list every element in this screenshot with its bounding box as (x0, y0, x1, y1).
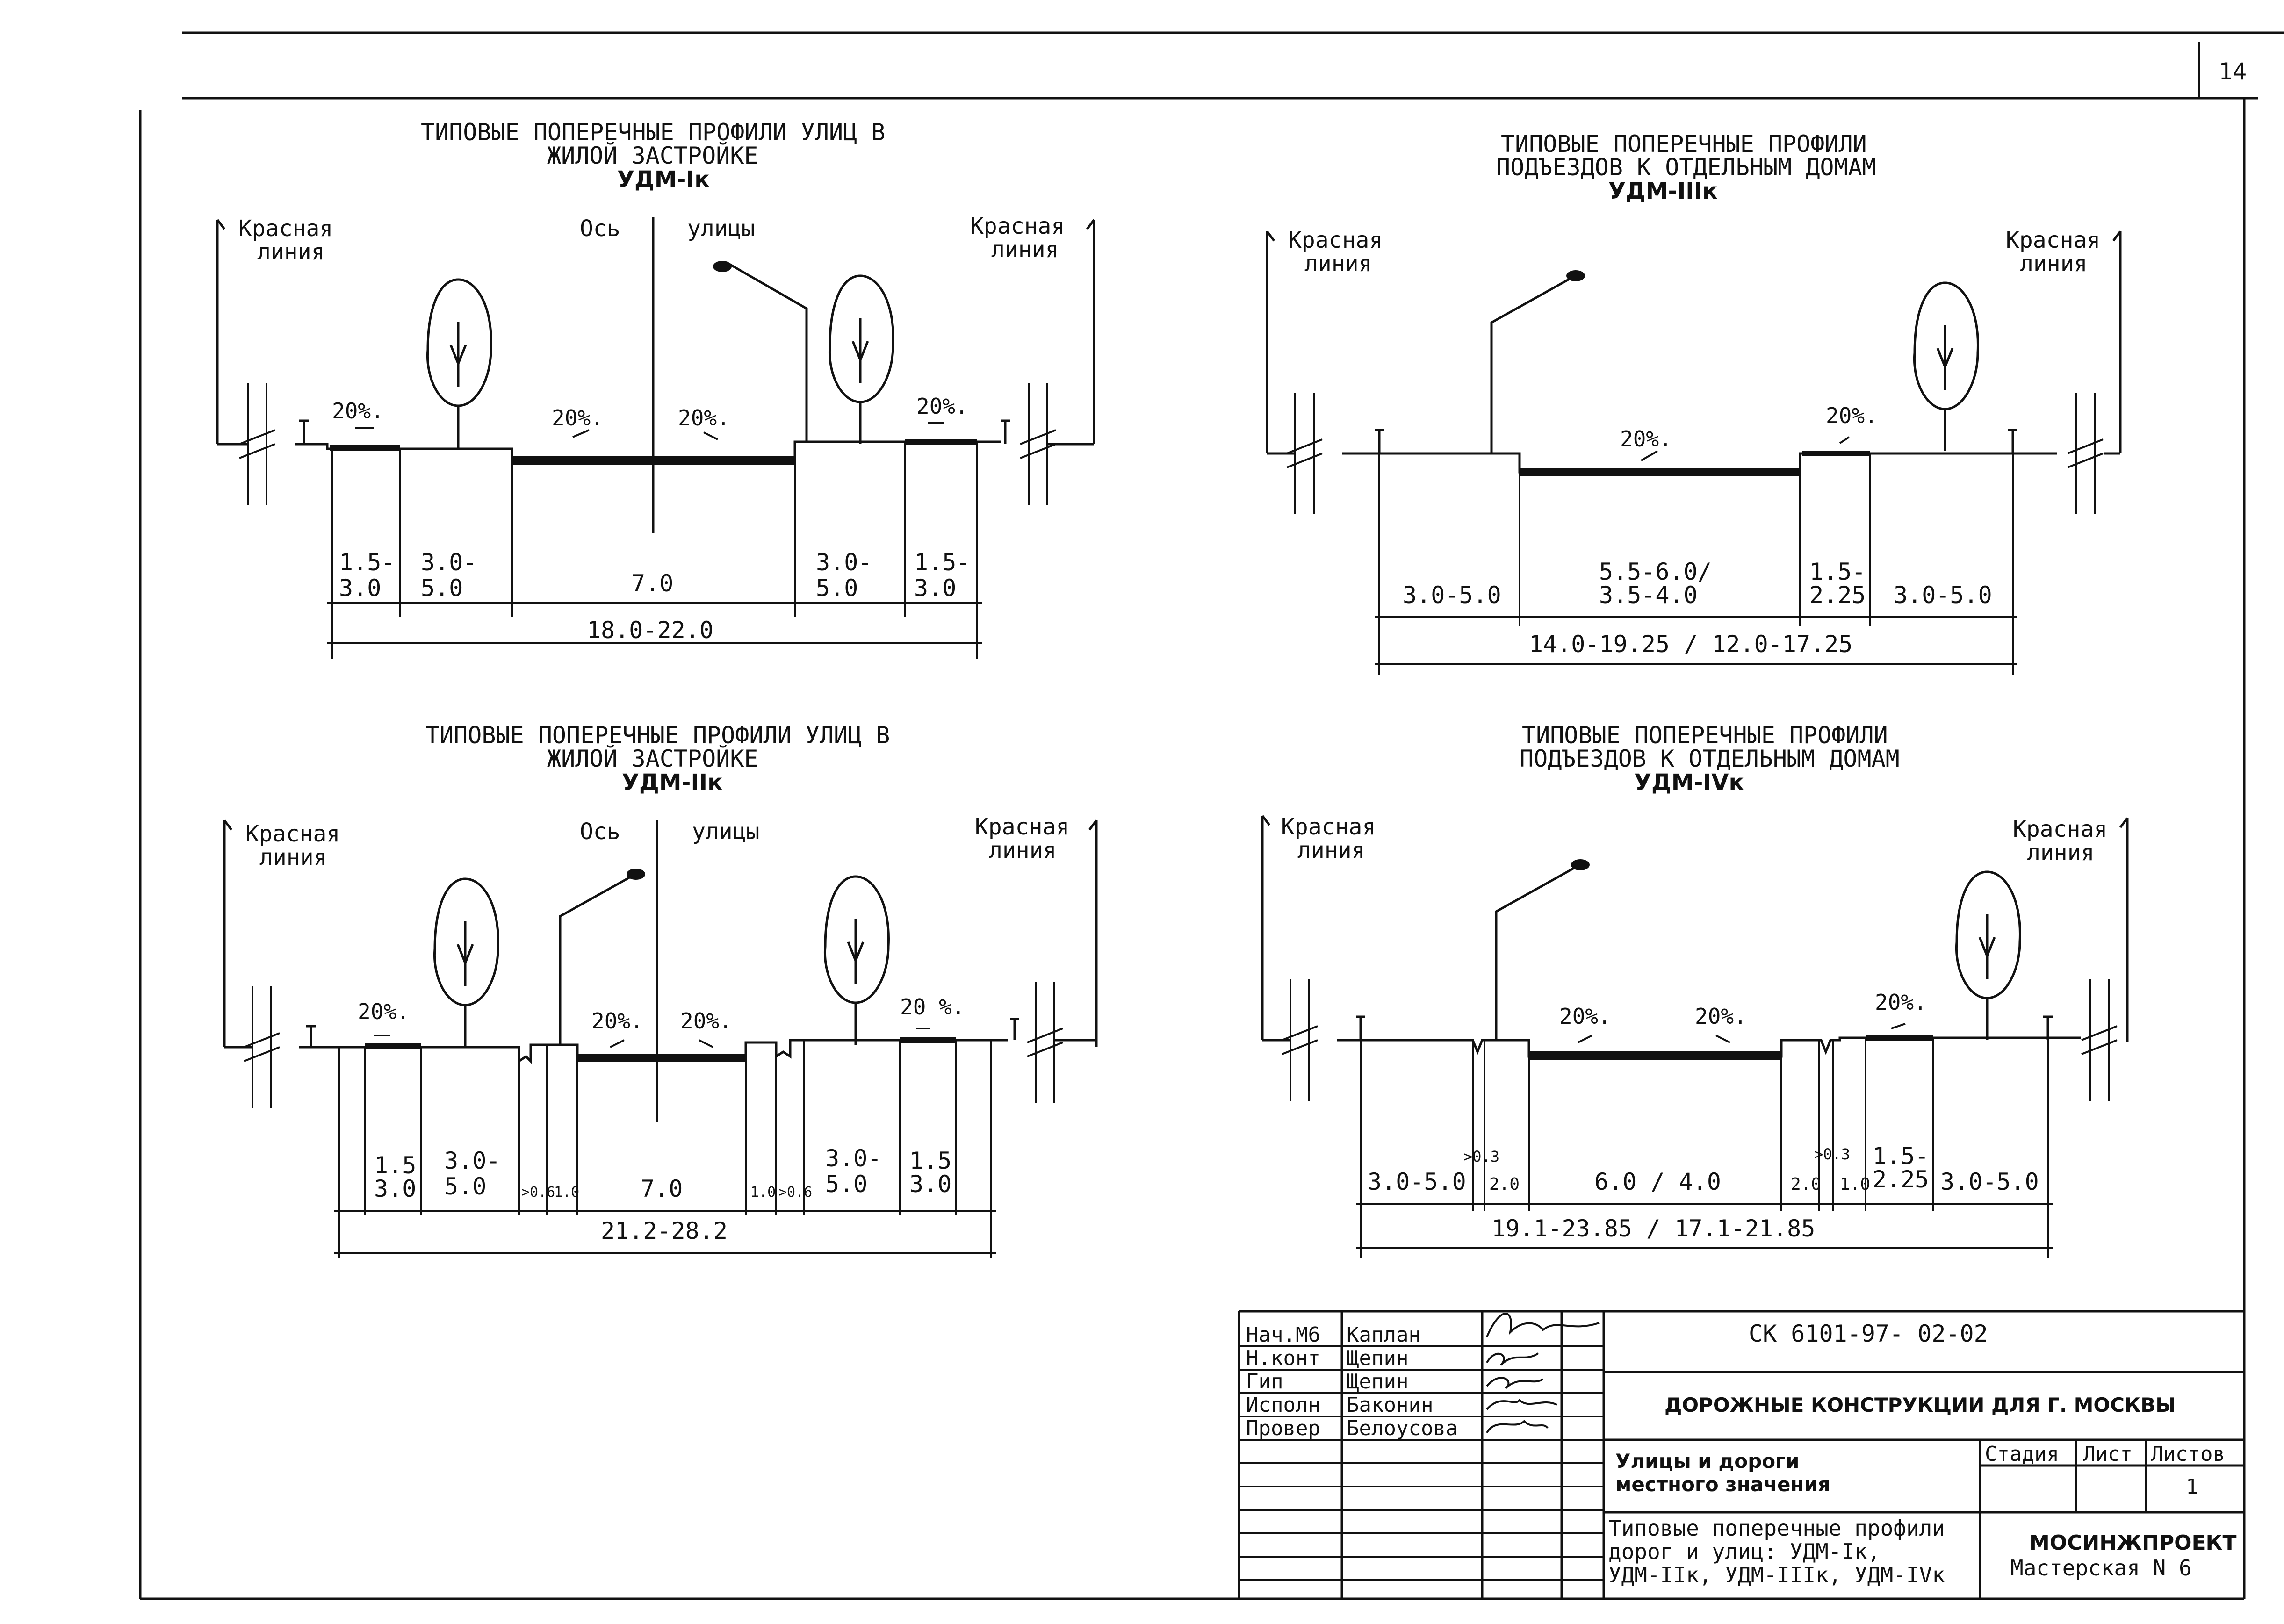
profile-1-title-line-1: ТИПОВЫЕ ПОПЕРЕЧНЫЕ ПРОФИЛИ УЛИЦ В (421, 119, 885, 146)
profile-1-width-3: 7.0 (631, 570, 673, 597)
profile-4-width-8: 1.5-2.25 (1873, 1143, 1929, 1193)
stamp-sheets-value: 1 (2186, 1475, 2198, 1499)
signatures (1486, 1313, 1600, 1434)
profile-4-slope-1: 20%. (1559, 1004, 1611, 1029)
profile-3-axis-label: Ось (580, 819, 620, 845)
profile-4-width-2: >0.3 (1463, 1148, 1499, 1165)
profile-2-width-2: 5.5-6.0/3.5-4.0 (1599, 558, 1712, 609)
profile-udm-2k: ТИПОВЫЕ ПОПЕРЕЧНЫЕ ПРОФИЛИ УЛИЦ В ЖИЛОЙ … (223, 722, 1098, 1258)
profile-4-width-3: 2.0 (1489, 1175, 1520, 1194)
profile-1-width-5: 1.5-3.0 (914, 549, 970, 602)
stamp-workshop: Мастерская N 6 (2010, 1555, 2192, 1581)
stamp-col-stage: Стадия (1985, 1442, 2059, 1466)
profile-1-slope-1: 20%. (332, 398, 384, 424)
profile-udm-3k: ТИПОВЫЕ ПОПЕРЕЧНЫЕ ПРОФИЛИ ПОДЪЕЗДОВ К О… (1266, 130, 2122, 675)
profile-2-total: 14.0-19.25 / 12.0-17.25 (1529, 631, 1852, 658)
profile-2-slope-1: 20%. (1620, 426, 1672, 452)
stamp-doc-code: СК 6101-97- 02-02 (1749, 1320, 1988, 1347)
profile-3-slope-4: 20 %. (900, 994, 965, 1020)
profile-3-title-line-1: ТИПОВЫЕ ПОПЕРЕЧНЫЕ ПРОФИЛИ УЛИЦ В (425, 722, 890, 749)
profile-1-width-1: 1.5-3.0 (339, 549, 395, 602)
stamp-role-5: Провер (1246, 1416, 1320, 1440)
stamp-project-title: ДОРОЖНЫЕ КОНСТРУКЦИИ ДЛЯ Г. МОСКВЫ (1664, 1394, 2176, 1416)
profile-4-title-line-2: ПОДЪЕЗДОВ К ОТДЕЛЬНЫМ ДОМАМ (1520, 745, 1900, 772)
profile-3-slope-3: 20%. (680, 1008, 732, 1034)
sheet-frame (139, 31, 2284, 1600)
profile-1-slope-4: 20%. (916, 394, 968, 419)
profile-3-code: УДМ-IIк (622, 769, 723, 796)
profile-2-width-3: 1.5-2.25 (1809, 558, 1866, 609)
profile-1-street-label: улицы (687, 216, 755, 242)
profile-4-slope-3: 20%. (1875, 990, 1927, 1015)
profile-1-axis-label: Ось (580, 216, 620, 242)
profile-3-street-label: улицы (692, 819, 760, 845)
stamp-role-2: Н.конт (1246, 1346, 1320, 1370)
profile-2-width-1: 3.0-5.0 (1403, 582, 1501, 609)
profile-4-slope-2: 20%. (1695, 1004, 1747, 1029)
profile-1-slope-2: 20%. (552, 405, 604, 431)
stamp-organization: МОСИНЖПРОЕКТ (2029, 1531, 2237, 1555)
stamp-col-sheets: Листов (2151, 1442, 2225, 1466)
profile-1-slope-3: 20%. (678, 405, 730, 431)
stamp-name-2: Щепин (1347, 1346, 1408, 1370)
profile-2-slope-2: 20%. (1826, 403, 1878, 428)
profile-udm-1k: ТИПОВЫЕ ПОПЕРЕЧНЫЕ ПРОФИЛИ УЛИЦ В ЖИЛОЙ … (216, 119, 1095, 659)
profile-1-title-line-2: ЖИЛОЙ ЗАСТРОЙКЕ (547, 142, 758, 169)
profile-4-width-7: 1.0 (1840, 1175, 1870, 1194)
stamp-name-4: Баконин (1347, 1393, 1433, 1417)
profile-3-width-5: 7.0 (641, 1175, 683, 1202)
profile-1-width-4: 3.0-5.0 (816, 549, 872, 602)
profile-3-title-line-2: ЖИЛОЙ ЗАСТРОЙКЕ (547, 745, 758, 772)
stamp-name-5: Белоусова (1347, 1416, 1458, 1440)
profile-1-total: 18.0-22.0 (587, 617, 713, 644)
profile-3-slope-1: 20%. (358, 999, 410, 1024)
profile-2-width-4: 3.0-5.0 (1894, 582, 1992, 609)
profile-udm-4k: ТИПОВЫЕ ПОПЕРЕЧНЫЕ ПРОФИЛИ ПОДЪЕЗДОВ К О… (1261, 722, 2129, 1258)
profile-3-width-4: 1.0 (554, 1184, 579, 1200)
profile-4-width-6: >0.3 (1814, 1145, 1850, 1163)
profile-3-total: 21.2-28.2 (601, 1217, 728, 1244)
stamp-name-3: Щепин (1347, 1370, 1408, 1394)
profile-2-title-line-1: ТИПОВЫЕ ПОПЕРЕЧНЫЕ ПРОФИЛИ (1501, 130, 1867, 158)
stamp-name-1: Каплан (1347, 1323, 1421, 1347)
profile-2-code: УДМ-IIIк (1608, 178, 1718, 204)
profile-3-width-3: >0.6 (521, 1184, 555, 1200)
stamp-col-sheet: Лист (2083, 1442, 2133, 1466)
profile-3-width-8: 3.0-5.0 (825, 1145, 881, 1198)
profile-1-code: УДМ-Iк (617, 166, 710, 193)
profile-3-width-7: >0.6 (778, 1184, 812, 1200)
stamp-role-1: Нач.М6 (1246, 1323, 1320, 1347)
profile-4-total: 19.1-23.85 / 17.1-21.85 (1491, 1215, 1815, 1242)
profile-4-title-line-1: ТИПОВЫЕ ПОПЕРЕЧНЫЕ ПРОФИЛИ (1522, 722, 1888, 749)
title-block: Нач.М6 Н.конт Гип Исполн Провер Каплан Щ… (1238, 1310, 2244, 1599)
profile-1-width-2: 3.0-5.0 (421, 549, 477, 602)
profile-4-width-1: 3.0-5.0 (1368, 1168, 1466, 1195)
stamp-role-4: Исполн (1246, 1393, 1320, 1417)
profile-4-width-9: 3.0-5.0 (1940, 1168, 2039, 1195)
sheet-number: 14 (2219, 58, 2247, 85)
stamp-role-3: Гип (1246, 1370, 1283, 1394)
profile-4-width-4: 6.0 / 4.0 (1594, 1168, 1721, 1195)
profile-4-code: УДМ-IVк (1634, 769, 1744, 796)
profile-2-title-line-2: ПОДЪЕЗДОВ К ОТДЕЛЬНЫМ ДОМАМ (1496, 154, 1876, 181)
profile-3-width-6: 1.0 (750, 1184, 776, 1200)
profile-3-slope-2: 20%. (591, 1008, 643, 1034)
profile-4-width-5: 2.0 (1791, 1175, 1821, 1194)
profile-3-width-2: 3.0-5.0 (444, 1147, 500, 1200)
